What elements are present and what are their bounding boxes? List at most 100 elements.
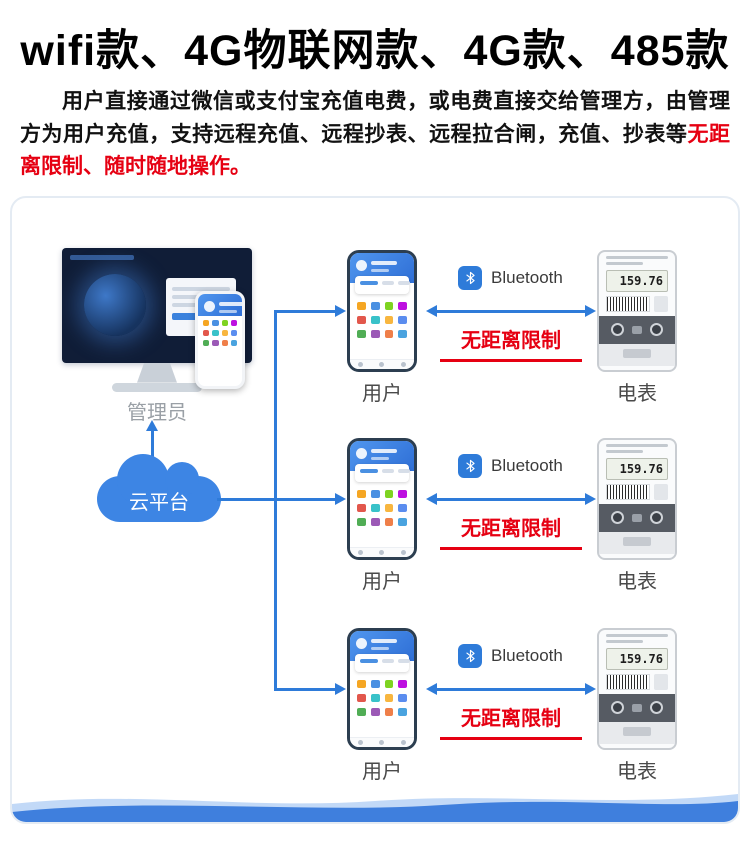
text-placeholder-bar xyxy=(382,658,394,663)
app-icon xyxy=(357,315,366,324)
user-label: 用户 xyxy=(362,382,402,405)
intro-paragraph: 用户直接通过微信或支付宝充值电费，或电费直接交给管理方，由管理方为用户充值，支持… xyxy=(20,86,730,184)
cloud-trunk-line xyxy=(217,497,275,501)
app-icon xyxy=(221,329,228,336)
user-label: 用户 xyxy=(362,760,402,783)
bluetooth-icon xyxy=(458,453,482,478)
page-title: wifi款、4G物联网款、4G款、485款 xyxy=(20,27,730,75)
text-placeholder-bar xyxy=(606,449,644,453)
meter-lcd: 159.76 xyxy=(606,647,668,670)
nav-dot xyxy=(400,739,406,745)
meter-dial xyxy=(611,701,624,715)
admin-phone xyxy=(195,290,245,389)
app-icon xyxy=(398,517,407,526)
flow-row: 用户 Bluetooth 无距离限制 159.76 xyxy=(12,437,738,598)
app-icon xyxy=(230,319,237,326)
text-placeholder-bar xyxy=(371,456,389,460)
app-icon xyxy=(384,679,394,688)
text-placeholder-bar xyxy=(172,286,230,291)
admin-label: 管理员 xyxy=(127,401,187,424)
text-placeholder-bar xyxy=(360,658,378,663)
text-placeholder-bar xyxy=(382,468,394,473)
monitor-stand-base xyxy=(112,382,202,392)
no-distance-limit-label: 无距离限制 xyxy=(440,512,582,550)
text-placeholder-bar xyxy=(219,309,237,313)
meter-nameplate xyxy=(599,630,675,647)
app-icon xyxy=(357,679,366,688)
app-icon xyxy=(357,707,366,716)
meter-terminal-cover xyxy=(623,348,651,358)
user-phone xyxy=(347,437,417,560)
app-icon xyxy=(398,707,407,716)
nav-dot xyxy=(358,739,364,745)
meter-barcode-row xyxy=(606,295,668,312)
balance-card xyxy=(355,463,410,482)
nav-dot xyxy=(358,549,364,555)
app-icon xyxy=(384,489,394,498)
meter-dial xyxy=(611,323,624,337)
intro-text: 用户直接通过微信或支付宝充值电费，或电费直接交给管理方，由管理方为用户充值，支持… xyxy=(20,90,730,146)
branch-arrow-3 xyxy=(274,682,346,695)
avatar xyxy=(204,300,215,312)
bluetooth-label: Bluetooth xyxy=(491,645,563,665)
app-icon xyxy=(370,329,380,338)
text-placeholder-bar xyxy=(371,448,397,453)
app-icon xyxy=(203,319,210,326)
user-label: 用户 xyxy=(362,570,402,593)
cloud-platform: 云平台 xyxy=(97,453,221,522)
cloud-label: 云平台 xyxy=(129,491,189,514)
meter-tag xyxy=(654,483,668,500)
app-icon-grid xyxy=(350,675,414,719)
app-icon-grid xyxy=(350,485,414,529)
branch-arrow-2 xyxy=(274,492,346,505)
nav-dot xyxy=(400,549,406,555)
app-icon xyxy=(398,329,407,338)
app-icon xyxy=(212,319,219,326)
electric-meter: 159.76 xyxy=(597,437,677,560)
text-placeholder-bar xyxy=(382,280,394,285)
meter-control-band xyxy=(599,315,675,344)
avatar xyxy=(356,637,367,649)
meter-dial xyxy=(650,323,663,337)
meter-lcd: 159.76 xyxy=(606,457,668,480)
meter-dial xyxy=(611,511,624,525)
app-icon xyxy=(384,315,394,324)
meter-lcd: 159.76 xyxy=(606,269,668,292)
app-icon xyxy=(384,707,394,716)
meter-tag xyxy=(654,295,668,312)
no-distance-limit-label: 无距离限制 xyxy=(440,324,582,362)
balance-card xyxy=(355,653,410,672)
branch-arrow-1 xyxy=(274,304,346,317)
text-placeholder-bar xyxy=(360,468,378,473)
meter-button xyxy=(632,325,642,334)
electric-meter: 159.76 xyxy=(597,627,677,750)
admin-phone-header xyxy=(198,293,242,316)
text-placeholder-bar xyxy=(371,646,389,650)
app-icon xyxy=(357,489,366,498)
bluetooth-icon xyxy=(458,643,482,668)
user-phone xyxy=(347,249,417,372)
phone-navbar xyxy=(350,736,414,747)
app-icon xyxy=(203,329,210,336)
nav-dot xyxy=(379,361,385,367)
text-placeholder-bar xyxy=(606,633,668,637)
app-icon xyxy=(384,503,394,512)
text-placeholder-bar xyxy=(606,261,644,265)
meter-terminal-cover xyxy=(623,726,651,736)
app-icon xyxy=(357,517,366,526)
user-phone xyxy=(347,627,417,750)
bluetooth-group: Bluetooth xyxy=(458,453,563,478)
text-placeholder-bar xyxy=(219,301,242,306)
bluetooth-group: Bluetooth xyxy=(458,265,563,290)
meter-tag xyxy=(654,673,668,690)
app-icon xyxy=(370,679,380,688)
app-icon xyxy=(212,339,219,346)
app-icon xyxy=(384,329,394,338)
cloud-to-admin-arrow xyxy=(146,419,158,474)
text-placeholder-bar xyxy=(371,268,389,272)
monitor-stand-neck xyxy=(137,362,177,383)
nav-dot xyxy=(400,361,406,367)
bluetooth-label: Bluetooth xyxy=(491,455,563,475)
avatar xyxy=(356,259,367,271)
app-icon xyxy=(398,693,407,702)
